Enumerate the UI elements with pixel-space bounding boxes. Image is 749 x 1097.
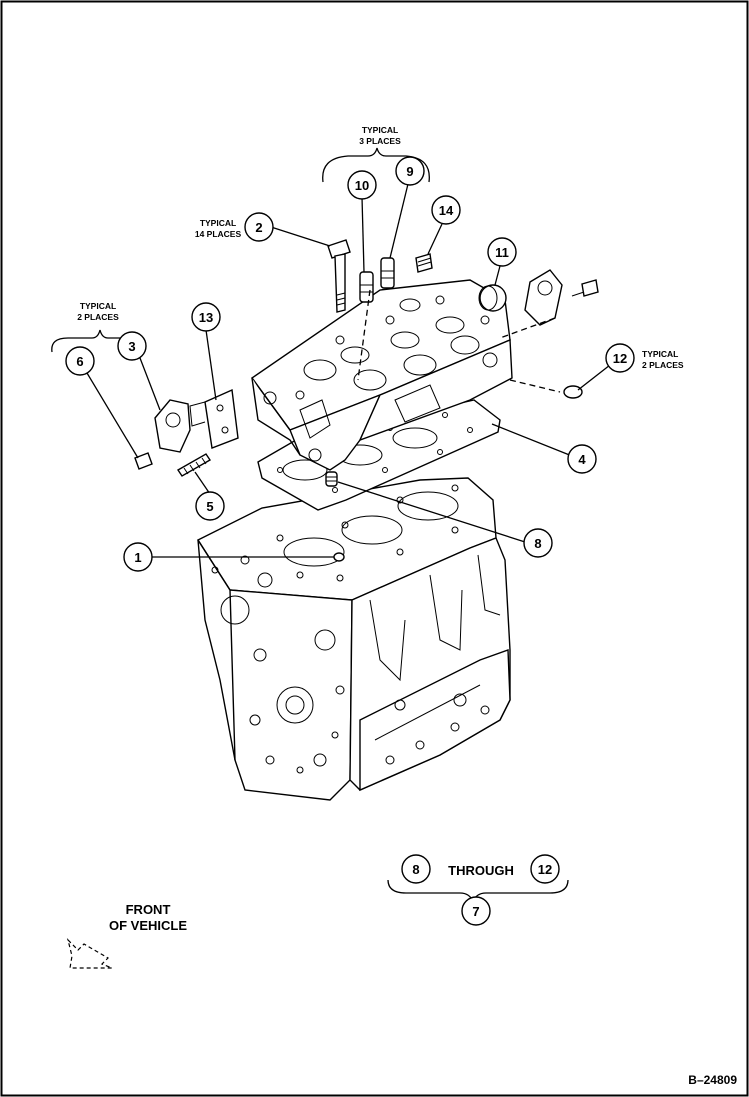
callout-6: 6 — [65, 346, 95, 376]
head-bolt — [327, 239, 351, 313]
note-typical-3-line1: TYPICAL — [362, 125, 398, 135]
callout-number: 2 — [255, 220, 262, 235]
callout-13: 13 — [191, 302, 221, 332]
expansion-plug-12 — [563, 385, 583, 399]
callout-number: 9 — [406, 164, 413, 179]
callout-circle — [65, 346, 95, 376]
callout-number: 8 — [534, 536, 541, 551]
nozzle-holder-10 — [359, 271, 374, 303]
callout-number: 1 — [134, 550, 141, 565]
callout-8: 8 — [523, 528, 553, 558]
callout-number: 7 — [472, 904, 479, 919]
callout-circle — [461, 896, 491, 926]
cup-plug-11 — [478, 284, 507, 312]
callout-circle — [347, 170, 377, 200]
callout-number: 4 — [578, 452, 586, 467]
callout-1: 1 — [123, 542, 153, 572]
rear-lift-bracket — [524, 269, 599, 326]
callout-4: 4 — [567, 444, 597, 474]
figure-id: B–24809 — [688, 1073, 737, 1087]
leader-lines — [86, 183, 611, 558]
callout-12: 12 — [605, 343, 635, 373]
callout-number: 14 — [439, 203, 454, 218]
kit-from-circle — [401, 854, 431, 884]
kit-through-label: THROUGH — [448, 863, 514, 878]
plug-1 — [333, 552, 345, 562]
note-typical-2b-line2: 2 PLACES — [642, 360, 684, 370]
plug-14 — [415, 253, 433, 273]
engine-block — [196, 477, 511, 801]
callout-number: 13 — [199, 310, 213, 325]
callout-circle — [191, 302, 221, 332]
note-typical-3-line2: 3 PLACES — [359, 136, 401, 146]
nozzle-holder-9 — [380, 257, 395, 289]
orientation-line1: FRONT — [126, 902, 171, 917]
callout-9: 9 — [395, 156, 425, 186]
callout-circle — [244, 212, 274, 242]
front-lift-bracket — [154, 399, 191, 453]
callout-circle — [567, 444, 597, 474]
callout-circle — [487, 237, 517, 267]
orientation-indicator: FRONT OF VEHICLE — [66, 902, 187, 969]
bracket-13 — [189, 388, 239, 449]
callout-number: 5 — [206, 499, 213, 514]
bolt-6 — [134, 452, 153, 470]
callout-number: 12 — [613, 351, 627, 366]
callout-3: 3 — [117, 331, 147, 361]
callout-7: 7 — [461, 896, 491, 926]
cylinder-head — [251, 279, 513, 471]
callout-circle — [605, 343, 635, 373]
callout-circle — [395, 156, 425, 186]
dowel-8 — [325, 471, 338, 487]
kit-to-number: 12 — [538, 862, 552, 877]
kit-from-number: 8 — [412, 862, 419, 877]
callout-circle — [123, 542, 153, 572]
callout-circle — [195, 491, 225, 521]
note-typical-14-line2: 14 PLACES — [195, 229, 242, 239]
callout-circle — [431, 195, 461, 225]
callout-5: 5 — [195, 491, 225, 521]
callout-circle — [117, 331, 147, 361]
front-arrow-icon — [66, 938, 113, 969]
callout-14: 14 — [431, 195, 461, 225]
callout-number: 10 — [355, 178, 369, 193]
callout-number: 11 — [495, 245, 509, 260]
callout-2: 2 — [244, 212, 274, 242]
callout-circle — [523, 528, 553, 558]
note-typical-2b-line1: TYPICAL — [642, 349, 678, 359]
callout-number: 3 — [128, 339, 135, 354]
callout-11: 11 — [487, 237, 517, 267]
note-typical-2a-line1: TYPICAL — [80, 301, 116, 311]
stud-5 — [177, 453, 211, 477]
orientation-line2: OF VEHICLE — [109, 918, 187, 933]
callout-number: 6 — [76, 354, 83, 369]
note-typical-2a-line2: 2 PLACES — [77, 312, 119, 322]
note-typical-14-line1: TYPICAL — [200, 218, 236, 228]
kit-legend: 8 THROUGH 12 — [401, 854, 560, 884]
kit-to-circle — [530, 854, 560, 884]
callout-10: 10 — [347, 170, 377, 200]
